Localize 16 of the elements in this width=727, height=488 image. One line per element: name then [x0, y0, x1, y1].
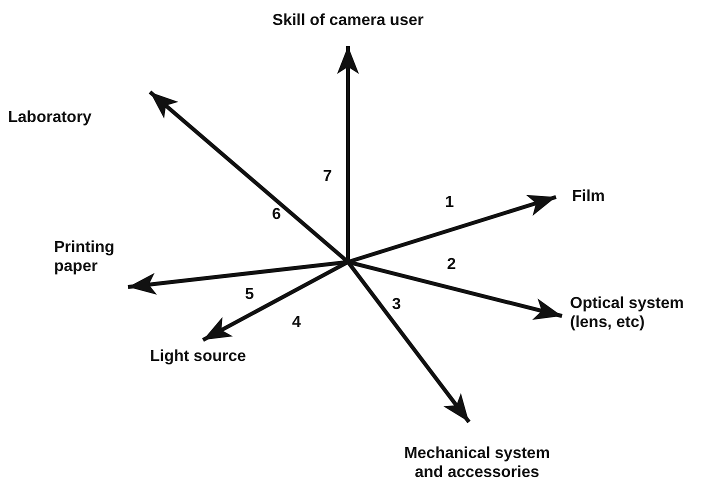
- node-label: Printing paper: [54, 238, 129, 276]
- node-label: Skill of camera user: [228, 11, 468, 30]
- node-label: Optical system (lens, etc): [570, 294, 727, 332]
- edge-label: 7: [323, 168, 332, 186]
- edge-label: 1: [445, 194, 454, 212]
- node-label: Light source: [150, 347, 275, 366]
- node-label: Laboratory: [8, 108, 128, 127]
- edge-label: 5: [245, 286, 254, 304]
- edge-label: 3: [392, 296, 401, 314]
- arrow: [347, 194, 557, 264]
- node-label: Film: [572, 187, 632, 206]
- node-label: Mechanical system and accessories: [392, 444, 562, 482]
- arrow: [337, 46, 359, 262]
- edge-label: 2: [447, 256, 456, 274]
- edge-label: 4: [292, 314, 301, 332]
- edge-label: 6: [272, 206, 281, 224]
